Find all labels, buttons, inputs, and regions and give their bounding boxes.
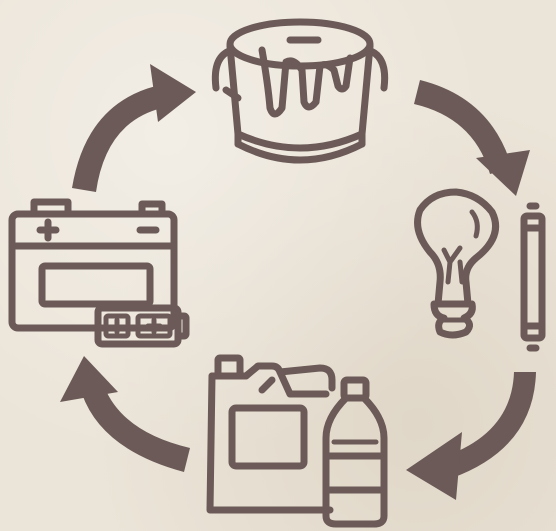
- arrow-bottom-right-icon: [406, 372, 536, 500]
- arrow-top-left-icon: [72, 64, 196, 192]
- arrow-bottom-left-icon: [60, 356, 190, 472]
- fluorescent-tube-icon: [520, 202, 546, 352]
- light-bulb-icon: [414, 188, 499, 339]
- jerrycan-icon: [206, 354, 336, 514]
- car-battery-icon: [8, 198, 178, 332]
- arrow-top-right-icon: [414, 80, 530, 196]
- paint-bucket-icon: [211, 18, 389, 164]
- plastic-bottle-icon: [322, 376, 388, 528]
- small-battery-icon: [94, 304, 190, 348]
